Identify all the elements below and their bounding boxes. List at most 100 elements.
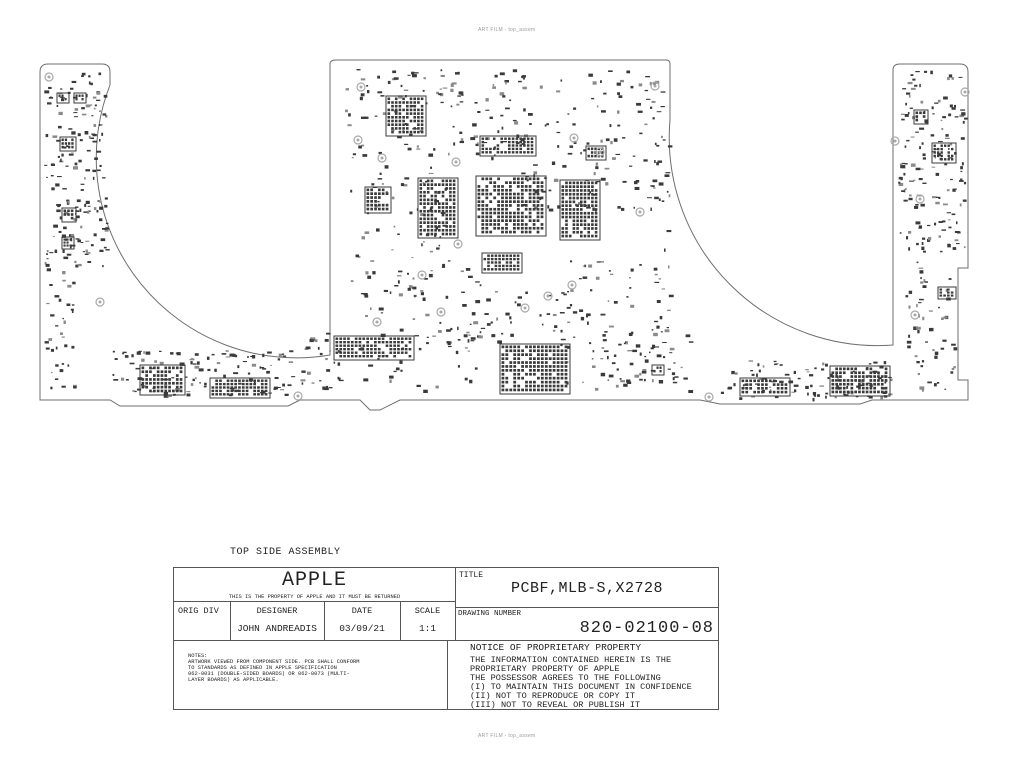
ic-pad [583, 234, 587, 238]
ic-pad [168, 389, 171, 393]
smd-part [105, 249, 110, 251]
ic-pad [548, 365, 552, 368]
smd-part [457, 365, 460, 368]
smd-part [575, 203, 577, 207]
ic-pad [241, 386, 245, 389]
smd-part [489, 116, 493, 119]
ic-pad [423, 209, 426, 213]
smd-part [475, 300, 481, 304]
ic-pad [583, 211, 587, 215]
ic-pad [406, 112, 409, 115]
ic-pad [509, 345, 513, 349]
ic-pad [544, 369, 548, 372]
smd-part [657, 160, 662, 163]
smd-part [83, 211, 88, 213]
ic-pad [481, 144, 485, 147]
ic-pad [922, 111, 926, 115]
smd-part [112, 350, 115, 353]
smd-part [940, 347, 945, 350]
smd-part [626, 70, 631, 74]
smd-part [952, 247, 957, 250]
smd-part [616, 82, 621, 86]
ic-pad [831, 371, 835, 375]
smd-part [365, 271, 369, 275]
ic-pad [497, 226, 500, 230]
smd-part [632, 155, 636, 157]
ic-pad [343, 351, 346, 354]
smd-part [654, 160, 656, 164]
smd-part [425, 313, 430, 317]
ic-package [56, 92, 70, 104]
smd-part [610, 273, 614, 275]
ic-pad [552, 349, 556, 353]
ic-pad [533, 388, 536, 392]
ic-pad [449, 198, 452, 202]
ic-pad [594, 211, 598, 215]
smd-part [900, 165, 906, 169]
ic-pad [552, 361, 556, 364]
ic-pad [561, 185, 565, 188]
ic-pad [854, 379, 857, 382]
ic-pad [517, 357, 521, 360]
smd-part [359, 96, 363, 101]
ic-pad [441, 194, 445, 198]
smd-part [873, 361, 878, 364]
ic-pad [394, 104, 398, 108]
smd-part [433, 148, 436, 151]
smd-part [71, 309, 74, 313]
ic-pad [540, 226, 544, 230]
ic-pad [564, 369, 568, 372]
smd-part [499, 92, 505, 96]
ic-pad [406, 123, 409, 126]
ic-pad [505, 264, 509, 268]
ic-pad [494, 268, 498, 271]
ic-pad [528, 215, 532, 219]
smd-part [940, 119, 943, 122]
ic-pad [835, 371, 838, 375]
smd-part [539, 196, 542, 201]
smd-part [836, 385, 839, 388]
smd-part [374, 115, 378, 117]
ic-pad [537, 388, 540, 392]
ic-pad [873, 386, 876, 390]
ic-pad [417, 130, 420, 134]
ic-pad [933, 151, 936, 154]
ic-pad [532, 192, 536, 196]
ic-pad [940, 154, 943, 158]
ic-pad [583, 189, 587, 192]
ic-pad [156, 370, 160, 374]
smd-part [48, 86, 52, 89]
ic-pad [556, 369, 560, 372]
smd-part [944, 163, 948, 166]
smd-part [673, 362, 676, 364]
ic-pad [565, 189, 568, 192]
smd-part [548, 189, 552, 192]
smd-part [934, 383, 937, 387]
smd-part [502, 141, 507, 143]
ic-pad [485, 219, 489, 222]
ic-pad [513, 181, 516, 184]
smd-part [50, 96, 52, 98]
ic-pad [576, 189, 579, 192]
ic-pad [504, 137, 507, 140]
ic-pad [846, 390, 850, 394]
ic-pad [481, 192, 485, 196]
ic-pad [846, 379, 850, 382]
ic-pad [419, 187, 423, 190]
smd-part [198, 368, 204, 372]
ic-pad [398, 123, 402, 126]
drawing-number-value: 820-02100-08 [579, 619, 714, 638]
smd-part [62, 249, 65, 253]
smd-part [794, 389, 797, 393]
smd-part [666, 230, 672, 233]
ic-pad [441, 206, 445, 209]
ic-pad [564, 365, 568, 368]
ic-pad [525, 353, 528, 356]
smd-part [958, 76, 963, 78]
ic-pad [560, 384, 564, 388]
ic-pad [556, 357, 560, 360]
smd-part [964, 117, 968, 120]
ic-pad [509, 188, 512, 192]
smd-part [475, 143, 479, 147]
smd-part [922, 237, 926, 240]
